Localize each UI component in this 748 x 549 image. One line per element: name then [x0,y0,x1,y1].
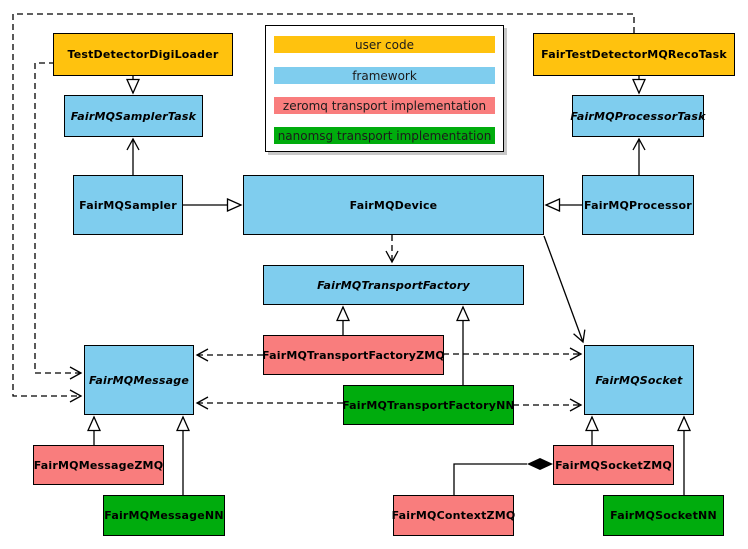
node-fairmq-socket: FairMQSocket [584,345,694,415]
node-fairmq-message-zmq: FairMQMessageZMQ [33,445,164,485]
node-fairmq-socket-nn: FairMQSocketNN [603,495,724,536]
node-fairmq-socket-zmq: FairMQSocketZMQ [553,445,674,485]
legend-item-zeromq: zeromq transport implementation [274,97,495,114]
node-fairmq-message: FairMQMessage [84,345,194,415]
node-fairmq-sampler: FairMQSampler [73,175,183,235]
legend-item-nanomsg: nanomsg transport implementation [274,127,495,144]
node-fairmq-message-nn: FairMQMessageNN [103,495,225,536]
node-test-detector-digi-loader: TestDetectorDigiLoader [53,33,233,76]
edge-contextzmq-socketzmq [453,463,527,495]
node-fairmq-transport-factory-nn: FairMQTransportFactoryNN [342,385,515,425]
legend-item-framework: framework [274,67,495,84]
node-fairmq-transport-factory-zmq: FairMQTransportFactoryZMQ [262,335,445,375]
legend-label-user-code: user code [355,37,414,52]
legend-label-zeromq: zeromq transport implementation [282,98,487,113]
edge-digiloader-message [34,62,83,380]
legend-label-framework: framework [352,68,417,83]
legend: user code framework zeromq transport imp… [265,25,504,152]
node-fairmq-device: FairMQDevice [243,175,544,235]
composition-diamond-icon [527,458,553,470]
legend-item-user-code: user code [274,36,495,53]
node-fair-test-detector-mq-reco-task: FairTestDetectorMQRecoTask [533,33,735,76]
node-fairmq-sampler-task: FairMQSamplerTask [64,95,203,137]
node-fairmq-processor-task: FairMQProcessorTask [570,95,705,137]
node-fairmq-processor: FairMQProcessor [582,175,694,235]
edge-recotask-message [12,13,635,403]
node-fairmq-transport-factory: FairMQTransportFactory [263,265,524,305]
legend-label-nanomsg: nanomsg transport implementation [277,128,492,143]
node-fairmq-context-zmq: FairMQContextZMQ [392,495,515,536]
edge-device-socket [543,235,586,344]
